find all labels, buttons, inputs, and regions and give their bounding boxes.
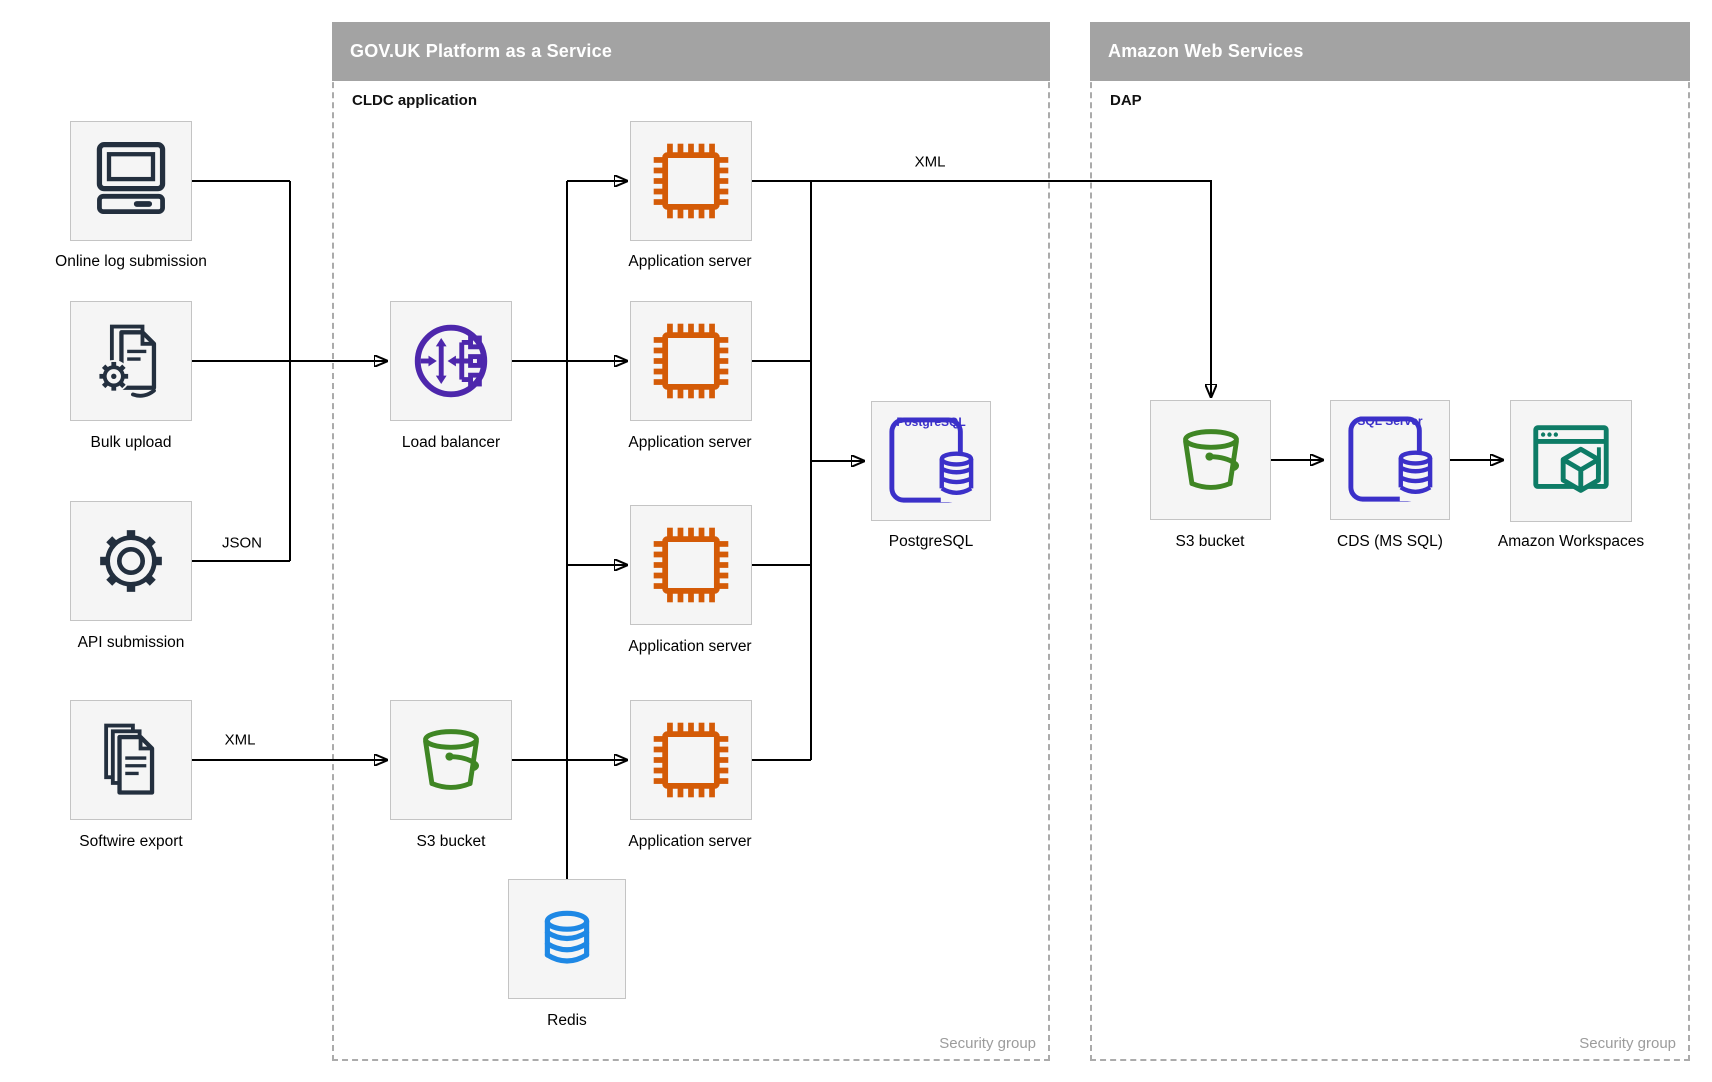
edge-label-xml-aws: XML [914,153,946,171]
sql-server-database-icon [1348,416,1434,502]
paas-title: GOV.UK Platform as a Service [350,41,613,61]
s3-bucket-icon [1182,429,1239,490]
node-online-log-submission [70,121,192,241]
computer-icon [96,142,166,214]
node-label: Bulk upload [90,434,172,451]
node-app-server-2 [630,301,752,421]
paas-header: GOV.UK Platform as a Service [332,22,1050,81]
node-label: S3 bucket [1175,533,1245,550]
node-label: Online log submission [55,253,207,270]
node-label: Application server [628,638,752,655]
aws-security-group-label: Security group [1579,1035,1676,1052]
node-label: Application server [628,833,752,850]
node-app-server-4 [630,700,752,820]
paas-security-group-label: Security group [939,1035,1036,1052]
edge-label-json: JSON [221,534,263,552]
node-redis [508,879,626,999]
cldc-application-label: CLDC application [352,92,478,109]
paas-container: GOV.UK Platform as a Service CLDC applic… [332,22,1050,1061]
node-label: Amazon Workspaces [1497,533,1645,550]
node-label: Application server [628,434,752,451]
node-amazon-workspaces [1510,400,1632,522]
chip-icon [653,722,729,798]
node-label: CDS (MS SQL) [1337,533,1443,550]
chip-icon [653,527,729,603]
postgresql-badge: PostgreSQL [896,415,966,429]
node-load-balancer [390,301,512,421]
s3-bucket-icon [423,729,479,790]
node-s3-bucket-aws [1150,400,1271,520]
aws-container: Amazon Web Services DAP Security group [1090,22,1690,1061]
node-label: Softwire export [79,833,183,850]
load-balancer-icon [414,324,488,398]
node-app-server-3 [630,505,752,625]
node-softwire-export [70,700,192,820]
documents-stack-icon [104,723,155,795]
node-label: Redis [547,1012,587,1029]
node-label: S3 bucket [416,833,486,850]
document-gear-icon [97,324,157,398]
aws-header: Amazon Web Services [1090,22,1690,81]
aws-title: Amazon Web Services [1108,41,1304,61]
dap-label: DAP [1110,92,1142,109]
node-cds-mssql: SQL Server [1330,400,1450,520]
postgresql-database-icon [889,417,975,503]
node-label: API submission [77,634,185,651]
workspaces-icon [1533,425,1609,493]
sql-server-badge: SQL Server [1357,414,1423,428]
node-label: PostgreSQL [888,533,974,550]
edge-label-xml-softwire: XML [224,731,256,749]
node-app-server-1 [630,121,752,241]
node-label: Load balancer [401,434,501,451]
node-bulk-upload [70,301,192,421]
node-postgresql: PostgreSQL [871,401,991,521]
node-s3-bucket-paas [390,700,512,820]
gear-icon [100,530,162,592]
node-label: Application server [628,253,752,270]
database-cylinder-icon [544,910,590,964]
chip-icon [653,143,729,219]
node-api-submission [70,501,192,621]
chip-icon [653,323,729,399]
